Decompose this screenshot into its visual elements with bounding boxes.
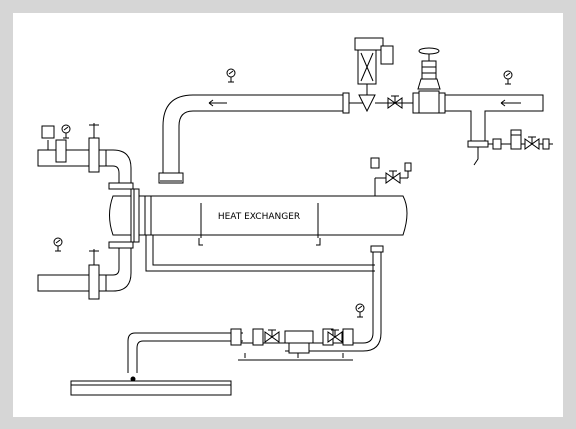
steam-trap-station [127,328,354,373]
drain-pit [70,376,232,396]
right-steam-header [445,94,553,166]
left-upper-inlet [37,123,134,190]
control-valve [354,37,413,113]
piping-diagram: HEAT EXCHANGER [37,37,553,396]
heat-exchanger-shell: HEAT EXCHANGER [109,188,408,246]
heat-exchanger-label: HEAT EXCHANGER [218,212,300,222]
gate-valve [412,47,446,114]
upper-return-pipe [158,92,368,184]
shell-vent-assembly [370,157,412,196]
condensate-leg [145,235,384,352]
left-lower-outlet [37,241,134,300]
drawing-frame: HEAT EXCHANGER [13,13,563,417]
